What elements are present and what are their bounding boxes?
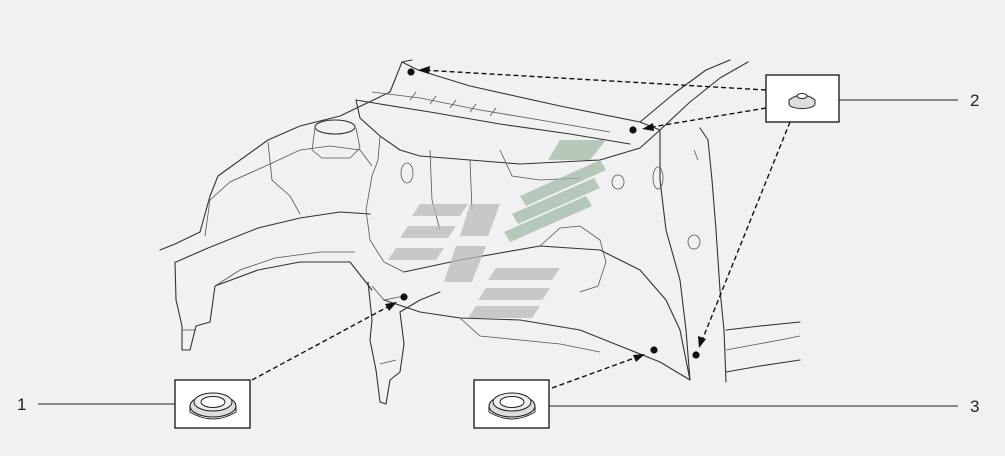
arrowhead-icon xyxy=(698,336,706,348)
plug-grommet-icon xyxy=(488,392,536,420)
plug-location-markers xyxy=(400,68,700,359)
arrow-2-to-upper-cowl xyxy=(421,69,767,91)
arrowhead-icon xyxy=(385,302,397,311)
location-dot-cowl-right xyxy=(629,126,637,134)
callout-number-3: 3 xyxy=(970,397,979,416)
location-dot-upper-cowl xyxy=(407,68,415,76)
arrowhead-icon xyxy=(418,66,430,74)
callout-number-2: 2 xyxy=(970,91,979,110)
plug-grommet-icon xyxy=(788,93,816,109)
reference-arrows xyxy=(251,66,791,389)
location-dot-pillar xyxy=(692,351,700,359)
watermark-logo xyxy=(388,140,606,318)
location-dot-left-rail xyxy=(400,293,408,301)
arrow-1-to-left-rail xyxy=(251,303,394,381)
part-box-1: 1 xyxy=(17,379,251,429)
part-box-3: 3 xyxy=(473,379,979,429)
arrowhead-icon xyxy=(642,123,654,131)
arrow-3-to-floor xyxy=(551,355,641,389)
plug-grommet-icon xyxy=(189,392,237,420)
callout-number-1: 1 xyxy=(17,395,26,414)
arrow-2-to-cowl-right xyxy=(645,107,767,129)
arrow-2-to-pillar xyxy=(700,121,791,344)
location-dot-floor xyxy=(650,346,658,354)
part-box-2: 2 xyxy=(765,74,979,123)
arrowhead-icon xyxy=(633,354,645,362)
